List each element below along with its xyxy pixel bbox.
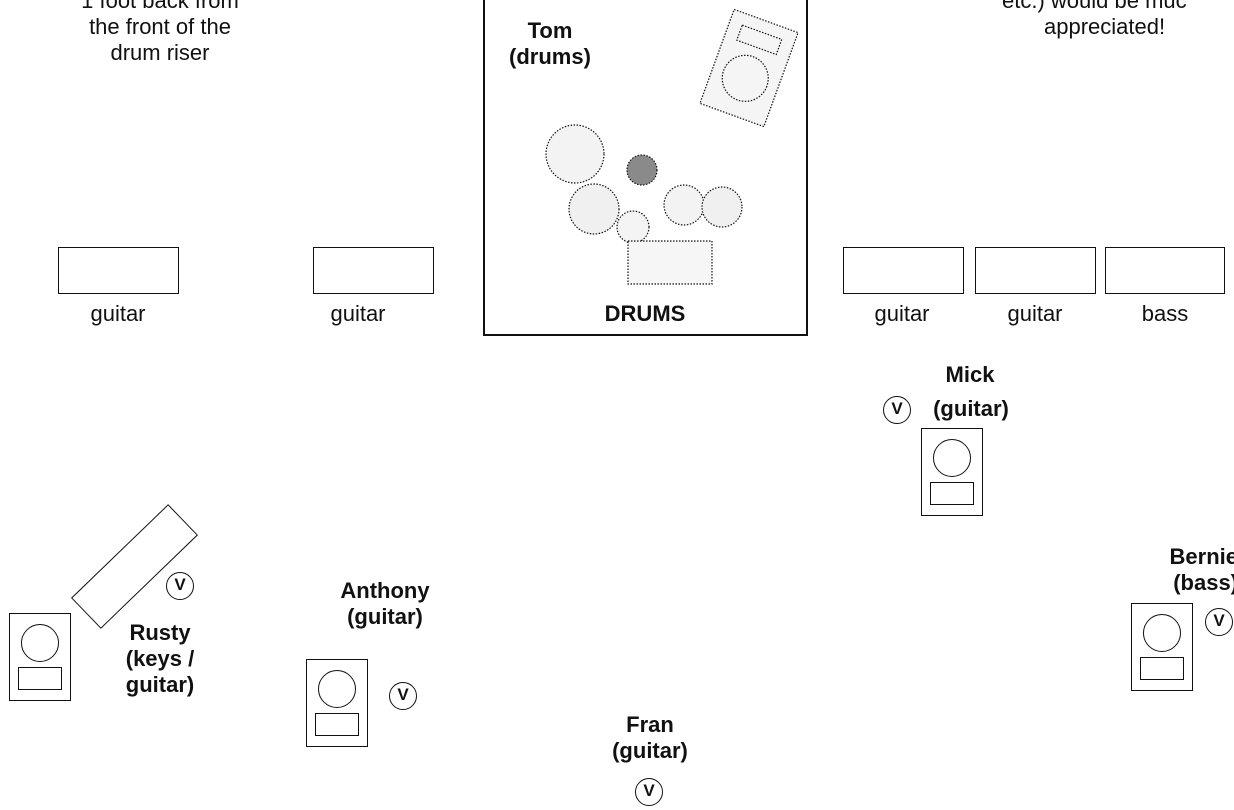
anthony-monitor-speaker <box>318 670 356 708</box>
bernie-monitor-horn <box>1140 657 1184 680</box>
note-left-line-3: drum riser <box>110 40 210 65</box>
note-left-line-1: 1 foot back from <box>81 0 239 13</box>
amp-guitar-4 <box>975 247 1096 294</box>
drummer-name-text: Tom <box>527 18 573 43</box>
mick-monitor-horn <box>930 482 974 505</box>
bernie-role-text: (bass) <box>1173 570 1234 595</box>
bernie-monitor-wedge <box>1131 603 1193 691</box>
rack-tom-left <box>568 183 620 235</box>
amp-guitar-4-label: guitar <box>1007 301 1063 326</box>
anthony-vocal-mic-icon: V <box>389 682 417 710</box>
bernie-vocal-mic-icon: V <box>1205 608 1233 636</box>
amp-bass <box>1105 247 1225 294</box>
rusty-monitor-speaker <box>21 624 59 662</box>
bernie-name-text: Bernie <box>1169 544 1234 569</box>
anthony-role-text: (guitar) <box>347 604 423 629</box>
note-right-line-2: appreciated! <box>1044 14 1166 39</box>
amp-guitar-2 <box>313 247 434 294</box>
drummer-name: Tom (drums) <box>490 18 610 70</box>
amp-guitar-3 <box>843 247 964 294</box>
mick-monitor-speaker <box>933 439 971 477</box>
anthony-monitor-wedge <box>306 659 368 747</box>
bernie-monitor-speaker <box>1143 614 1181 652</box>
rusty-monitor-wedge <box>9 613 71 701</box>
anthony-name-text: Anthony <box>340 578 430 603</box>
rusty-monitor-horn <box>18 667 62 690</box>
snare-drum <box>626 154 658 186</box>
amp-guitar-1 <box>58 247 179 294</box>
floor-tom <box>663 184 705 226</box>
drummer-role-text: (drums) <box>509 44 591 69</box>
rusty-vocal-mic-icon: V <box>166 572 194 600</box>
fran-label: Fran (guitar) <box>590 712 710 764</box>
mick-vocal-mic-icon: V <box>883 396 911 424</box>
note-right-line-1: etc.) would be muc <box>1002 0 1187 13</box>
bass-drum <box>627 240 713 285</box>
note-left-line-2: the front of the <box>89 14 231 39</box>
note-right: etc.) would be muc appreciated! <box>1000 0 1234 40</box>
amp-guitar-1-label: guitar <box>90 301 146 326</box>
anthony-monitor-horn <box>315 713 359 736</box>
amp-guitar-2-label: guitar <box>330 301 386 326</box>
drum-monitor-wedge <box>699 8 799 128</box>
fran-vocal-mic-icon: V <box>635 778 663 806</box>
cymbal-left <box>545 124 605 184</box>
drums-label: DRUMS <box>604 301 686 326</box>
amp-guitar-3-label: guitar <box>874 301 930 326</box>
drum-riser <box>483 0 808 336</box>
rusty-role-line-2: guitar) <box>125 672 195 697</box>
amp-bass-label: bass <box>1141 301 1189 326</box>
mick-monitor-wedge <box>921 428 983 516</box>
mick-name: Mick <box>945 362 995 387</box>
mick-role: (guitar) <box>933 396 1009 421</box>
fran-name-text: Fran <box>626 712 674 737</box>
drum-kit <box>545 8 799 285</box>
rusty-name-text: Rusty <box>129 620 191 645</box>
rusty-role-line-1: (keys / <box>125 646 195 671</box>
fran-role-text: (guitar) <box>612 738 688 763</box>
cymbal-right <box>701 186 743 228</box>
bernie-name: Bernie (bass) <box>1138 544 1234 596</box>
anthony-label: Anthony (guitar) <box>320 578 450 630</box>
rack-tom-small <box>616 210 650 244</box>
note-left: 1 foot back from the front of the drum r… <box>60 0 260 66</box>
rusty-label: Rusty (keys / guitar) <box>105 620 215 698</box>
